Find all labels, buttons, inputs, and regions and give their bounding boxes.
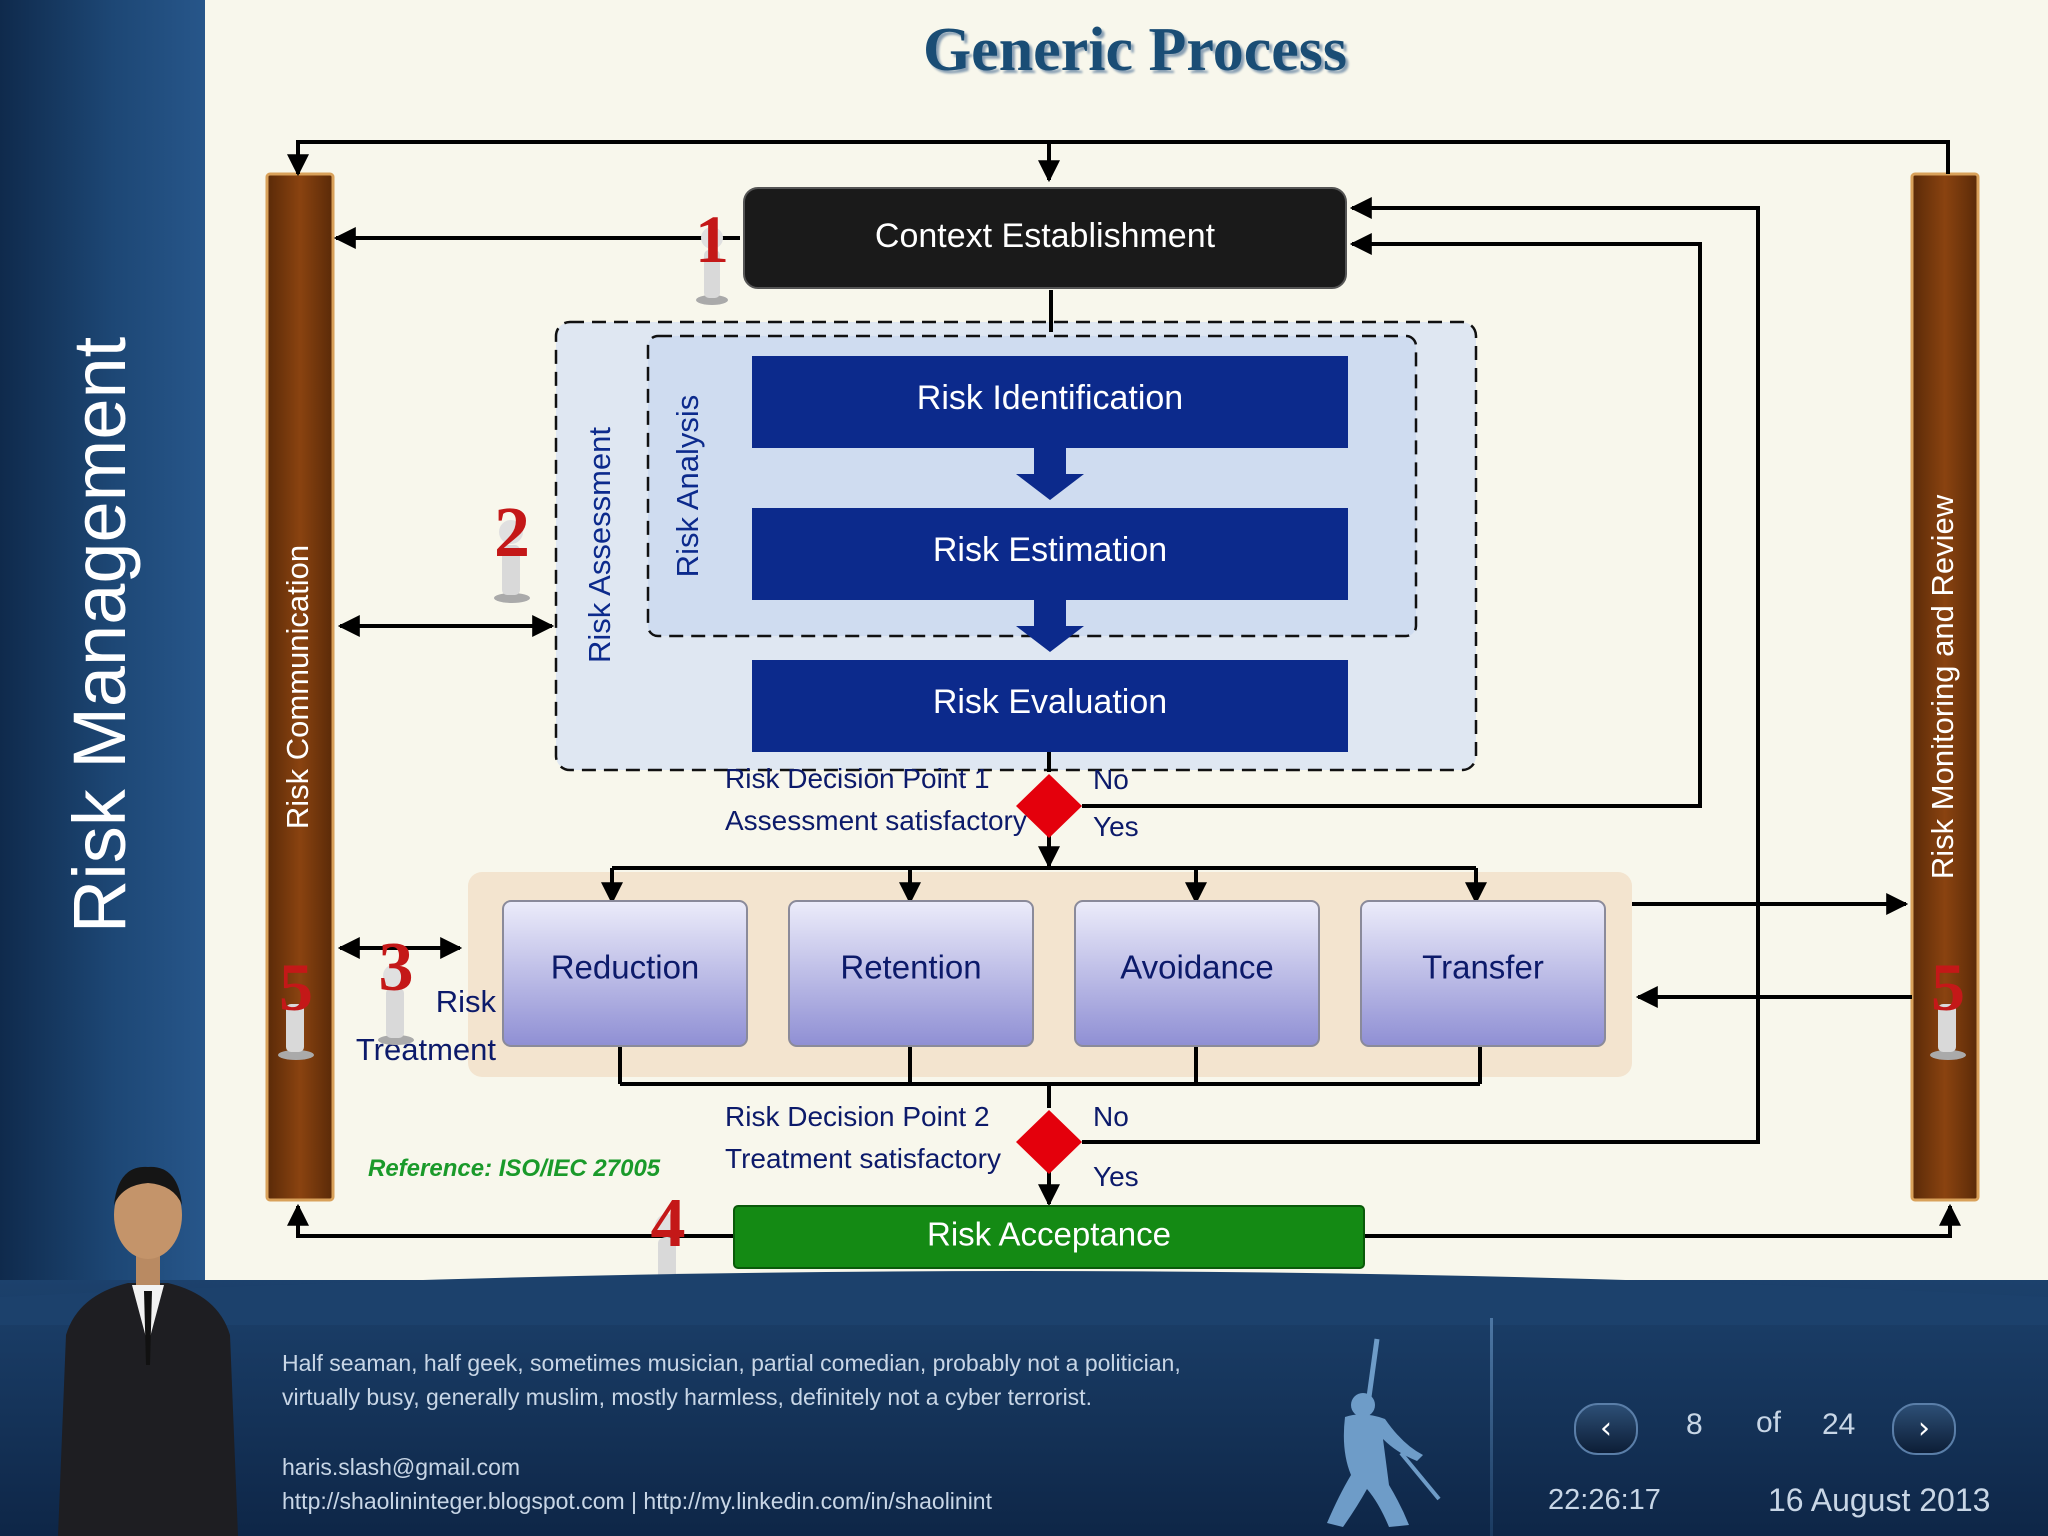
footer-curve xyxy=(0,1271,2048,1325)
step-number-5-right: 5 xyxy=(1931,949,1965,1025)
reduction-option xyxy=(502,900,748,1047)
risk-estimation-label: Risk Estimation xyxy=(933,531,1167,569)
footer-email[interactable]: haris.slash@gmail.com xyxy=(282,1454,521,1480)
footer-links[interactable]: http://shaolininteger.blogspot.com | htt… xyxy=(282,1488,992,1514)
risk-evaluation-label: Risk Evaluation xyxy=(933,683,1167,721)
samurai-logo-icon xyxy=(1327,1338,1441,1527)
decision-point-2-subtitle: Treatment satisfactory xyxy=(725,1143,1001,1174)
decision-1-yes-label: Yes xyxy=(1093,811,1139,842)
transfer-label: Transfer xyxy=(1422,949,1544,986)
step-number-5-left: 5 xyxy=(279,949,313,1025)
clock-date: 16 August 2013 xyxy=(1768,1482,1991,1518)
decision-point-1-diamond xyxy=(1016,774,1082,838)
risk-communication-label: Risk Communication xyxy=(280,545,315,829)
context-establishment-label: Context Establishment xyxy=(875,217,1216,255)
risk-identification-label: Risk Identification xyxy=(917,379,1183,417)
risk-identification-box xyxy=(752,356,1348,448)
risk-monitoring-label: Risk Monitoring and Review xyxy=(1925,494,1960,879)
current-slide-number: 8 xyxy=(1686,1408,1703,1441)
treatment-panel xyxy=(468,872,1632,1077)
slide-of-label: of xyxy=(1756,1406,1782,1439)
risk-estimation-box xyxy=(752,508,1348,600)
risk-monitoring-bar xyxy=(1910,172,1980,1202)
presenter-photo xyxy=(58,1166,238,1536)
next-slide-button[interactable]: › xyxy=(1892,1403,1956,1455)
risk-evaluation-box xyxy=(752,660,1348,752)
step-marker-5-left: 5 xyxy=(278,949,314,1060)
transfer-option xyxy=(1360,900,1606,1047)
risk-assessment-label: Risk Assessment xyxy=(582,427,617,663)
risk-analysis-label: Risk Analysis xyxy=(670,395,705,578)
reference-label: Reference: ISO/IEC 27005 xyxy=(368,1155,661,1182)
step-marker-2: 2 xyxy=(494,492,530,603)
risk-acceptance-label: Risk Acceptance xyxy=(927,1216,1171,1253)
retention-label: Retention xyxy=(840,949,981,986)
decision-point-1-subtitle: Assessment satisfactory xyxy=(725,805,1027,836)
arrow-down-icon xyxy=(1016,448,1084,500)
step-marker-5-right: 5 xyxy=(1930,949,1966,1060)
decision-point-1-title: Risk Decision Point 1 xyxy=(725,763,990,794)
context-establishment-box xyxy=(743,187,1347,289)
step-number-4: 4 xyxy=(651,1185,686,1262)
risk-treatment-label-line2: Treatment xyxy=(356,1032,497,1067)
step-marker-3: 3 xyxy=(378,929,414,1045)
footer-divider xyxy=(1490,1318,1493,1536)
risk-acceptance-box xyxy=(733,1205,1365,1269)
step-marker-1: 1 xyxy=(695,201,729,305)
footer-bio-line1: Half seaman, half geek, sometimes musici… xyxy=(282,1350,1181,1376)
reduction-label: Reduction xyxy=(551,949,700,986)
total-slides-number: 24 xyxy=(1822,1408,1856,1441)
decision-1-no-label: No xyxy=(1093,764,1129,795)
step-number-3: 3 xyxy=(379,929,414,1006)
avoidance-option xyxy=(1074,900,1320,1047)
arrow-down-icon xyxy=(1016,600,1084,652)
treatment-options: Reduction Retention Avoidance Transfer xyxy=(502,900,1606,1047)
clock-time: 22:26:17 xyxy=(1548,1484,1661,1516)
avoidance-label: Avoidance xyxy=(1120,949,1274,986)
footer-bio-line2: virtually busy, generally muslim, mostly… xyxy=(282,1384,1092,1410)
page-title: Generic Process xyxy=(922,16,1348,84)
risk-treatment-label-line1: Risk xyxy=(436,984,497,1019)
step-number-1: 1 xyxy=(695,201,729,277)
step-number-2: 2 xyxy=(494,492,530,572)
decision-2-no-label: No xyxy=(1093,1101,1129,1132)
retention-option xyxy=(788,900,1034,1047)
decision-point-2-diamond xyxy=(1016,1110,1082,1174)
decision-point-2-title: Risk Decision Point 2 xyxy=(725,1101,990,1132)
previous-slide-button[interactable]: ‹ xyxy=(1574,1403,1638,1455)
decision-2-yes-label: Yes xyxy=(1093,1161,1139,1192)
